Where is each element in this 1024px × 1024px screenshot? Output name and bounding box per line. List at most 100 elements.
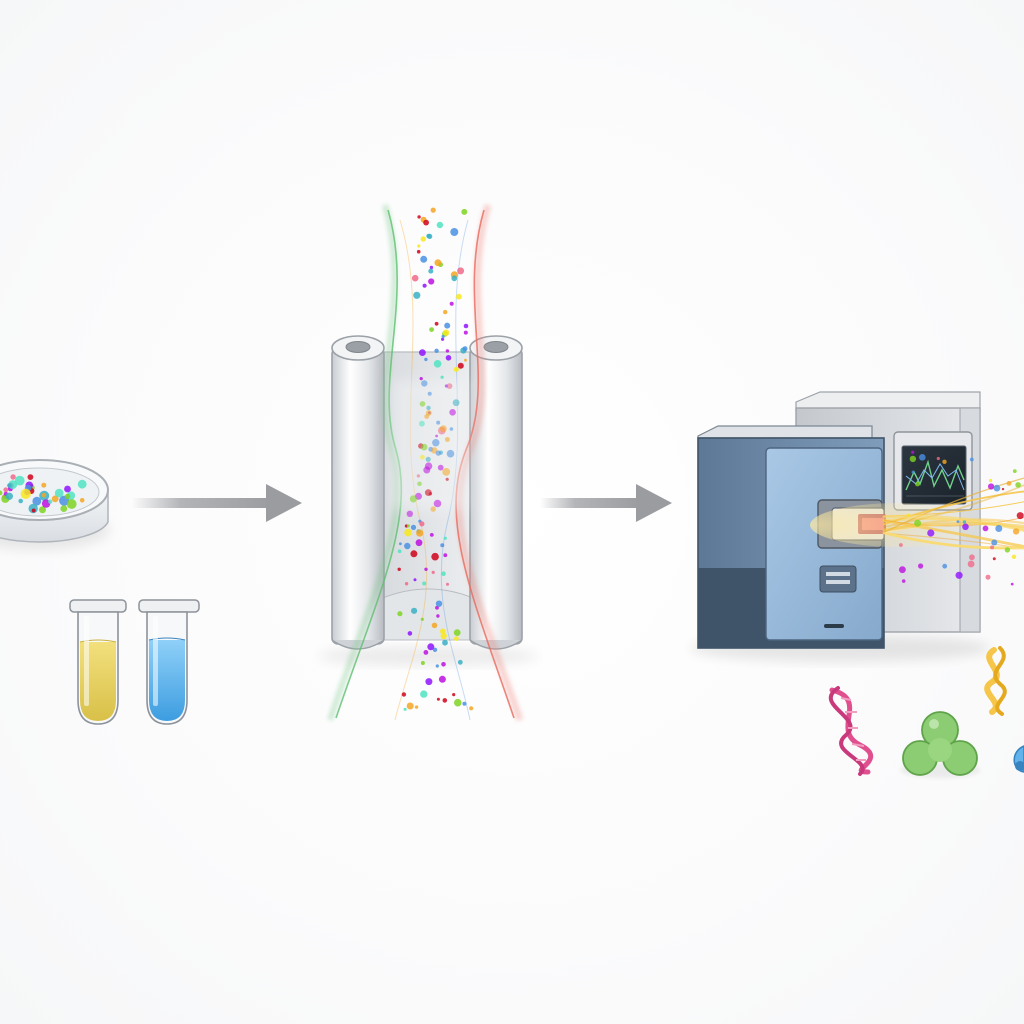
stream-particle (449, 409, 456, 416)
beam-particle (969, 554, 975, 561)
stream-particle (419, 521, 425, 527)
petri-dish (0, 459, 110, 550)
separation-column-stage (318, 204, 538, 722)
stream-particle (439, 425, 447, 433)
beam-particle (919, 454, 926, 461)
stream-particle (397, 549, 402, 554)
beam-ray (882, 531, 1024, 550)
beam-particle (990, 545, 995, 550)
stream-particle (442, 639, 448, 646)
colony-dot (10, 474, 16, 480)
stream-particle (446, 449, 455, 458)
stream-particle (432, 647, 438, 652)
colony-dot (60, 505, 68, 512)
beam-particle (918, 563, 924, 569)
stream-particle (420, 454, 425, 460)
stream-particle (456, 293, 462, 300)
stream-particle (419, 420, 425, 427)
beam-particle (936, 456, 940, 461)
stream-particle (431, 570, 435, 575)
stream-particle (436, 420, 441, 425)
beam-particle (1015, 482, 1021, 488)
stream-particle (435, 434, 438, 438)
beam-particles (899, 450, 1024, 586)
stream-particle (449, 301, 454, 306)
stream-particle (417, 481, 422, 487)
stream-particle (430, 207, 436, 213)
beam-particle (967, 560, 975, 568)
beam-ray (883, 490, 1024, 526)
blue-molecule-icon (1013, 745, 1024, 773)
cell-colonies (0, 474, 87, 514)
stream-particles (397, 207, 474, 711)
stream-particle (446, 383, 453, 389)
stream-particle (429, 327, 434, 332)
stream-particle (429, 533, 434, 537)
beam-particle (989, 478, 993, 483)
stream-particle (453, 629, 461, 636)
stream-particle (410, 550, 418, 558)
stream-particle (457, 362, 464, 369)
stream-particle (445, 355, 452, 361)
beam-particle (1010, 582, 1014, 586)
stream-particle (436, 221, 444, 229)
stream-particle (407, 631, 413, 636)
colony-dot (27, 474, 34, 480)
stream-particle (420, 236, 426, 242)
colony-dot (0, 490, 3, 496)
colony-dot (3, 487, 9, 493)
stream-particle (440, 628, 446, 635)
beam-particle (1006, 481, 1012, 486)
stream-particle (417, 244, 421, 248)
stream-particle (424, 567, 428, 571)
stream-particle (420, 617, 424, 621)
stream-particle (469, 706, 474, 711)
arrow-to-separation (132, 484, 302, 522)
stream-particle (450, 228, 459, 236)
arrow-to-spectrometer (540, 484, 672, 522)
stream-particle (419, 349, 426, 356)
stream-particle (424, 357, 428, 362)
colony-dot (51, 495, 59, 503)
stream-particle (403, 707, 407, 711)
dna-helix-icon (828, 686, 874, 776)
stream-particle (440, 543, 445, 548)
stream-particle (442, 468, 451, 476)
mass-spectrometer-stage (690, 391, 1024, 662)
stream-particle (429, 265, 434, 270)
stream-particle (421, 380, 428, 387)
stream-particle (438, 675, 446, 683)
colony-dot (32, 496, 42, 506)
colony-dot (41, 482, 47, 488)
beam-particle (992, 557, 996, 561)
stream-particle (406, 524, 410, 528)
stream-particle (419, 401, 426, 407)
beam-particle (899, 566, 906, 574)
beam-particle (1001, 487, 1005, 491)
stream-particle (440, 375, 444, 379)
beam-particle (899, 543, 903, 547)
stream-particle (431, 622, 438, 629)
stream-particle (431, 447, 438, 454)
stream-particle (463, 330, 468, 335)
stream-particle (443, 536, 447, 540)
stream-particle (461, 208, 468, 215)
stream-particle (427, 643, 435, 651)
beam-particle (914, 519, 922, 527)
stream-particle (413, 578, 417, 582)
stream-particle (406, 702, 414, 710)
stream-particle (409, 495, 417, 503)
stream-particle (420, 661, 425, 665)
stream-particle (457, 659, 463, 665)
beam-particle (985, 574, 991, 580)
stream-particle (443, 309, 448, 315)
beam-rays (882, 477, 1024, 550)
beam-particle (962, 520, 967, 524)
display-screen (893, 431, 973, 511)
stream-particle (441, 571, 446, 576)
colony-dot (64, 493, 71, 500)
stream-particle (426, 233, 431, 239)
stream-particle (444, 322, 451, 329)
stream-particle (441, 334, 445, 339)
